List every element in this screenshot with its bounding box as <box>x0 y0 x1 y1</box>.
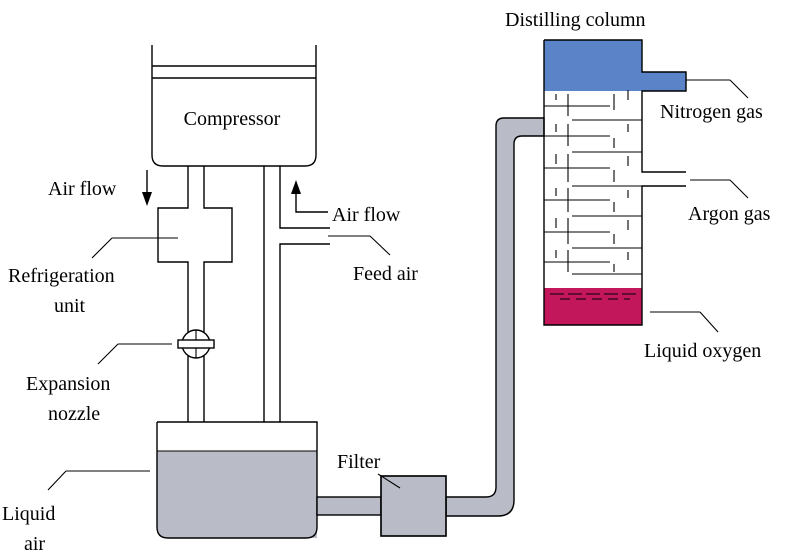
nitrogen-outlet <box>642 72 686 91</box>
distilling-column <box>543 39 749 333</box>
distilling-column-label: Distilling column <box>505 9 646 31</box>
air-flow-left-label: Air flow <box>48 178 117 200</box>
refrigeration-unit-label-1: Refrigeration <box>8 265 115 287</box>
air-flow-arrow-down <box>142 170 152 206</box>
expansion-nozzle-label-2: nozzle <box>48 403 100 425</box>
liquid-air-tank <box>47 421 318 539</box>
air-flow-right-label: Air flow <box>332 204 401 226</box>
argon-gas-label: Argon gas <box>688 203 771 225</box>
liquid-oxygen-surface <box>550 293 636 300</box>
right-pipe <box>263 166 391 422</box>
expansion-nozzle <box>97 329 215 365</box>
nitrogen-region <box>544 40 642 91</box>
left-pipe <box>157 166 233 422</box>
refrigeration-unit-label-2: unit <box>54 295 86 317</box>
expansion-nozzle-label-1: Expansion <box>26 373 110 395</box>
refrigeration-unit <box>91 237 178 259</box>
liquid-air-fill <box>157 451 317 538</box>
nitrogen-gas-label: Nitrogen gas <box>660 101 763 123</box>
compressor: Compressor <box>151 45 317 167</box>
air-flow-arrow-up <box>291 180 328 213</box>
liquid-air-label-2: air <box>24 533 45 555</box>
feed-air-label: Feed air <box>353 263 418 285</box>
filter <box>377 473 447 537</box>
liquid-air-label-1: Liquid <box>2 503 55 525</box>
column-trays <box>544 90 642 275</box>
column-feed-pipe <box>445 117 545 517</box>
liquid-oxygen-label: Liquid oxygen <box>644 340 761 362</box>
filter-label: Filter <box>337 451 381 473</box>
compressor-label: Compressor <box>184 108 281 130</box>
